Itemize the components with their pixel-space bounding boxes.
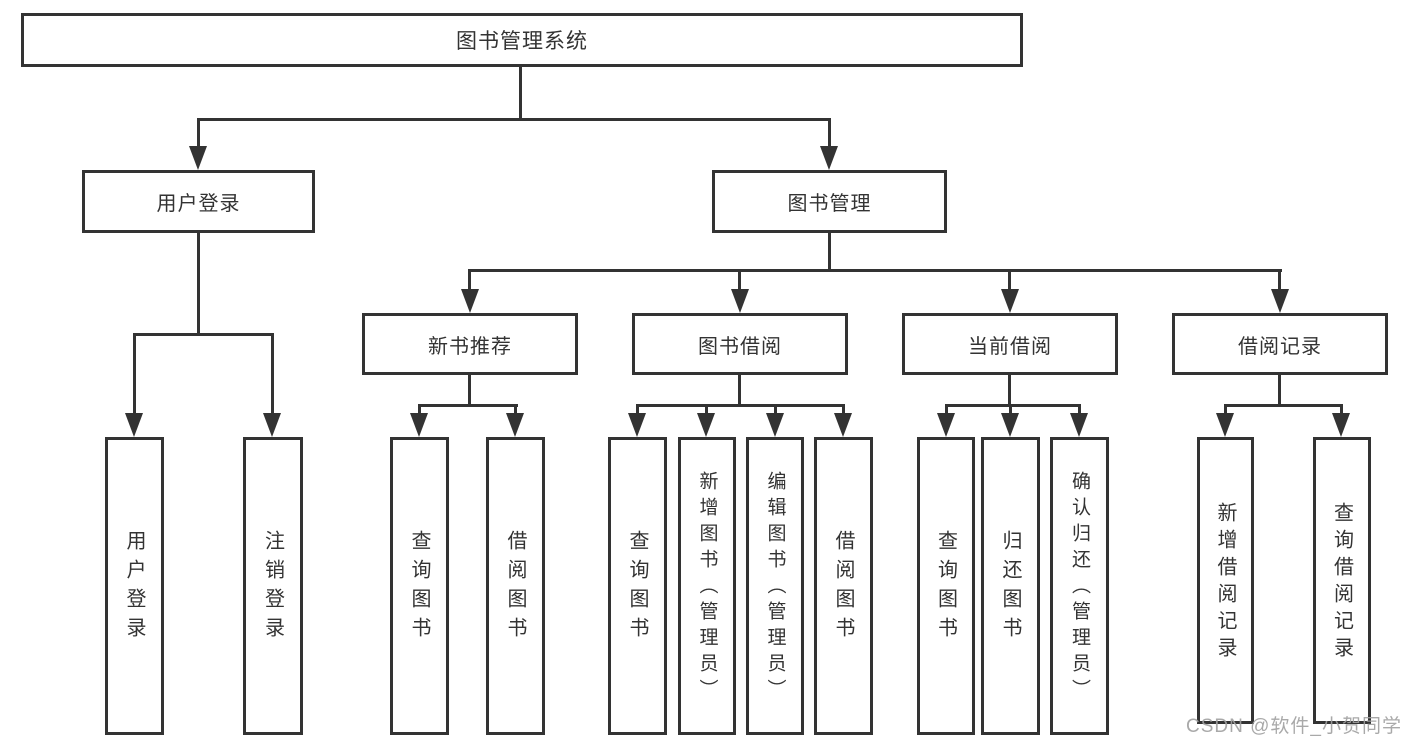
connector-line xyxy=(1224,404,1227,415)
connector-line xyxy=(738,269,741,291)
arrow-down-icon xyxy=(766,413,784,437)
arrow-down-icon xyxy=(1001,413,1019,437)
connector-line xyxy=(1278,375,1281,407)
connector-line xyxy=(1078,404,1081,415)
connector-line xyxy=(468,269,1282,272)
arrow-down-icon xyxy=(506,413,524,437)
connector-line xyxy=(468,375,471,407)
node-query-books-borrowing: 查询图书 xyxy=(608,437,667,735)
arrow-down-icon xyxy=(937,413,955,437)
arrow-down-icon xyxy=(834,413,852,437)
connector-line xyxy=(418,404,421,415)
node-add-borrow-record: 新增借阅记录 xyxy=(1197,437,1254,724)
arrow-down-icon xyxy=(189,146,207,170)
connector-line xyxy=(133,333,136,415)
connector-line xyxy=(197,118,831,121)
arrow-down-icon xyxy=(1070,413,1088,437)
node-new-book-recommend: 新书推荐 xyxy=(362,313,578,375)
connector-line xyxy=(1009,404,1012,415)
connector-line xyxy=(945,404,948,415)
arrow-down-icon xyxy=(820,146,838,170)
connector-line xyxy=(945,404,1081,407)
node-return-book: 归还图书 xyxy=(981,437,1040,735)
arrow-down-icon xyxy=(1216,413,1234,437)
connector-line xyxy=(705,404,708,415)
arrow-down-icon xyxy=(410,413,428,437)
arrow-down-icon xyxy=(1001,289,1019,313)
node-query-borrow-record: 查询借阅记录 xyxy=(1313,437,1371,724)
node-confirm-return-admin: 确认归还（管理员） xyxy=(1050,437,1109,735)
node-logout-leaf: 注销登录 xyxy=(243,437,303,735)
connector-line xyxy=(1008,269,1011,291)
connector-line xyxy=(1008,375,1011,407)
arrow-down-icon xyxy=(628,413,646,437)
arrow-down-icon xyxy=(263,413,281,437)
node-user-login-leaf: 用户登录 xyxy=(105,437,164,735)
arrow-down-icon xyxy=(731,289,749,313)
node-borrow-books-recommend: 借阅图书 xyxy=(486,437,545,735)
node-book-management: 图书管理 xyxy=(712,170,947,233)
connector-line xyxy=(1278,269,1281,291)
connector-line xyxy=(1224,404,1343,407)
node-add-book-admin: 新增图书（管理员） xyxy=(678,437,736,735)
arrow-down-icon xyxy=(125,413,143,437)
watermark: CSDN @软件_小贺同学 xyxy=(1186,716,1402,737)
node-query-books-current: 查询图书 xyxy=(917,437,975,735)
connector-line xyxy=(133,333,274,336)
node-library-system: 图书管理系统 xyxy=(21,13,1023,67)
connector-line xyxy=(197,118,200,148)
arrow-down-icon xyxy=(1271,289,1289,313)
arrow-down-icon xyxy=(1332,413,1350,437)
connector-line xyxy=(842,404,845,415)
connector-line xyxy=(636,404,845,407)
connector-line xyxy=(519,67,522,120)
connector-line xyxy=(828,118,831,148)
node-borrow-records: 借阅记录 xyxy=(1172,313,1388,375)
connector-line xyxy=(197,233,200,336)
connector-line xyxy=(774,404,777,415)
connector-line xyxy=(828,233,831,272)
connector-line xyxy=(514,404,517,415)
node-current-borrowing: 当前借阅 xyxy=(902,313,1118,375)
arrow-down-icon xyxy=(697,413,715,437)
connector-line xyxy=(418,404,518,407)
connector-line xyxy=(468,269,471,291)
node-book-borrowing: 图书借阅 xyxy=(632,313,848,375)
node-user-login: 用户登录 xyxy=(82,170,315,233)
connector-line xyxy=(271,333,274,415)
connector-line xyxy=(738,375,741,407)
node-query-books-recommend: 查询图书 xyxy=(390,437,449,735)
arrow-down-icon xyxy=(461,289,479,313)
node-edit-book-admin: 编辑图书（管理员） xyxy=(746,437,804,735)
node-borrow-books-leaf: 借阅图书 xyxy=(814,437,873,735)
connector-line xyxy=(636,404,639,415)
connector-line xyxy=(1340,404,1343,415)
